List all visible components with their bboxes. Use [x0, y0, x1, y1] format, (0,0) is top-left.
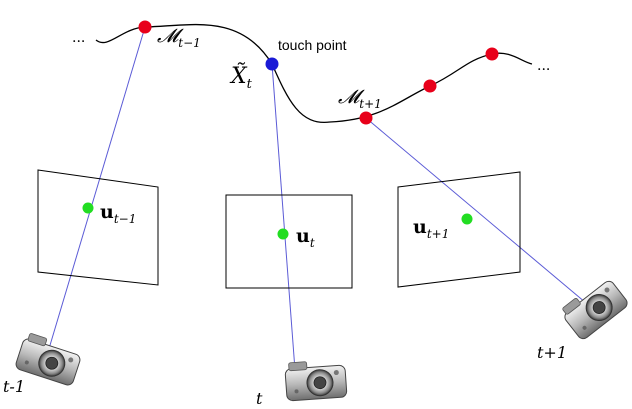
- observation-label-curr: ut: [296, 225, 315, 250]
- image-plane-curr: [225, 194, 353, 289]
- image-plane-next: [397, 171, 521, 288]
- camera-label-next: t+1: [537, 343, 567, 362]
- touch-point-label: touch point: [278, 37, 347, 53]
- ray-prev: [47, 26, 146, 353]
- map-point-prev: [138, 20, 152, 34]
- map-point-next-2: [423, 79, 437, 93]
- map-point-next: [359, 111, 373, 125]
- observation-label-next: ut+1: [413, 216, 449, 241]
- observation-curr: [277, 228, 289, 240]
- ray-curr: [271, 63, 296, 371]
- touch-symbol: X̃t: [229, 63, 253, 92]
- touch-point-dot: [265, 57, 279, 71]
- camera-icon: [284, 358, 348, 402]
- ray-next: [365, 117, 593, 309]
- map-label-next: 𝓜t+1: [338, 86, 382, 111]
- map-label-prev: 𝓜t−1: [157, 25, 201, 50]
- ellipsis-right: ...: [537, 58, 550, 74]
- map-point-next-3: [485, 47, 499, 61]
- image-plane-prev: [37, 169, 159, 286]
- observation-label-prev: ut−1: [100, 201, 136, 226]
- camera-label-curr: t: [256, 389, 263, 408]
- observation-prev: [82, 202, 94, 214]
- observation-next: [461, 213, 473, 225]
- camera-label-prev: t-1: [3, 377, 25, 396]
- camera-icon: [558, 273, 630, 342]
- ellipsis-left: ...: [72, 30, 85, 46]
